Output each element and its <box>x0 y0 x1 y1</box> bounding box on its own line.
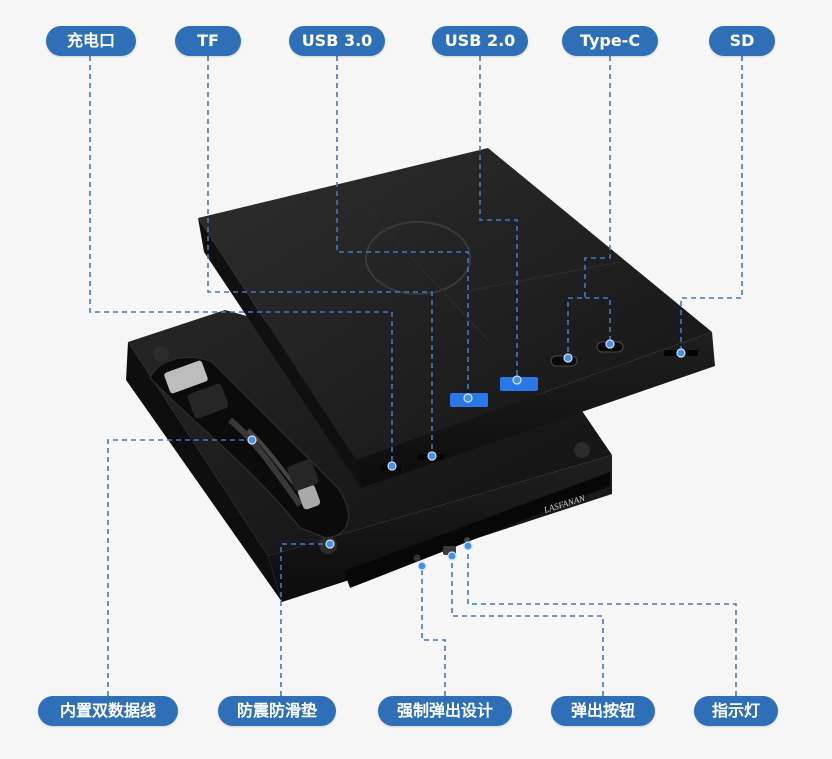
label-anti-shock-pad: 防震防滑垫 <box>218 696 336 726</box>
label-usb2: USB 2.0 <box>432 26 528 56</box>
label-type-c: Type-C <box>562 26 658 56</box>
label-eject-button: 弹出按钮 <box>551 696 655 726</box>
label-built-in-cable: 内置双数据线 <box>38 696 178 726</box>
label-sd: SD <box>709 26 775 56</box>
label-force-eject: 强制弹出设计 <box>378 696 512 726</box>
label-indicator: 指示灯 <box>694 696 778 726</box>
label-charging-port: 充电口 <box>46 26 136 56</box>
label-tf: TF <box>175 26 241 56</box>
usb-plug-icon <box>164 360 229 419</box>
cable-recess <box>149 356 350 539</box>
hub-body <box>198 148 715 488</box>
label-usb3: USB 3.0 <box>289 26 385 56</box>
leader-lines <box>89 56 743 696</box>
type-c-plug-icon <box>287 459 321 510</box>
leader-endpoints <box>247 339 686 571</box>
